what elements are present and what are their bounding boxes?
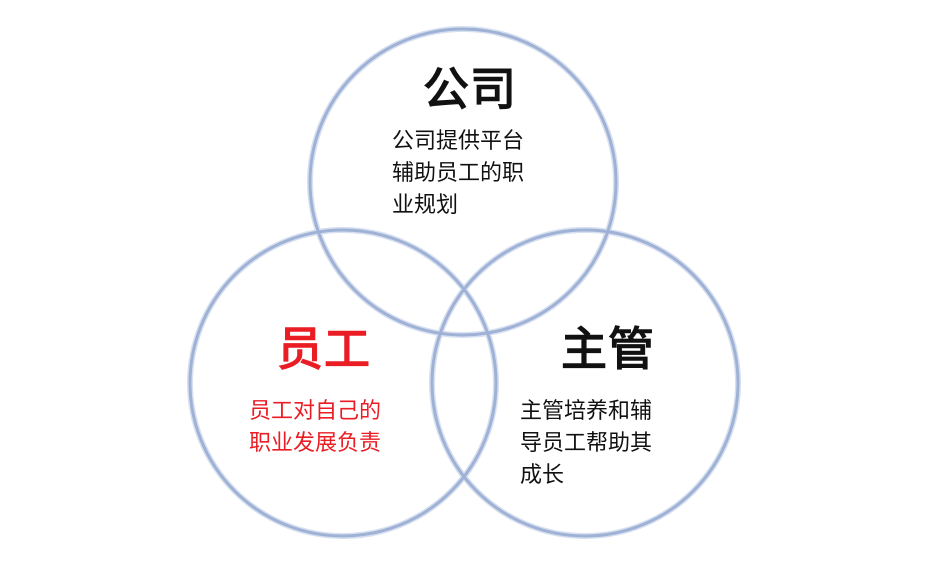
employee-description: 员工对自己的 职业发展负责	[249, 399, 382, 456]
company-circle	[308, 27, 618, 337]
manager-title: 主管	[561, 322, 655, 376]
manager-description: 主管培养和辅 导员工帮助其 成长	[520, 399, 653, 488]
company-title: 公司	[423, 62, 517, 116]
employee-circle	[188, 228, 498, 538]
company-description: 公司提供平台 辅助员工的职 业规划	[392, 129, 525, 218]
employee-title: 员工	[277, 322, 371, 376]
manager-circle	[430, 228, 740, 538]
